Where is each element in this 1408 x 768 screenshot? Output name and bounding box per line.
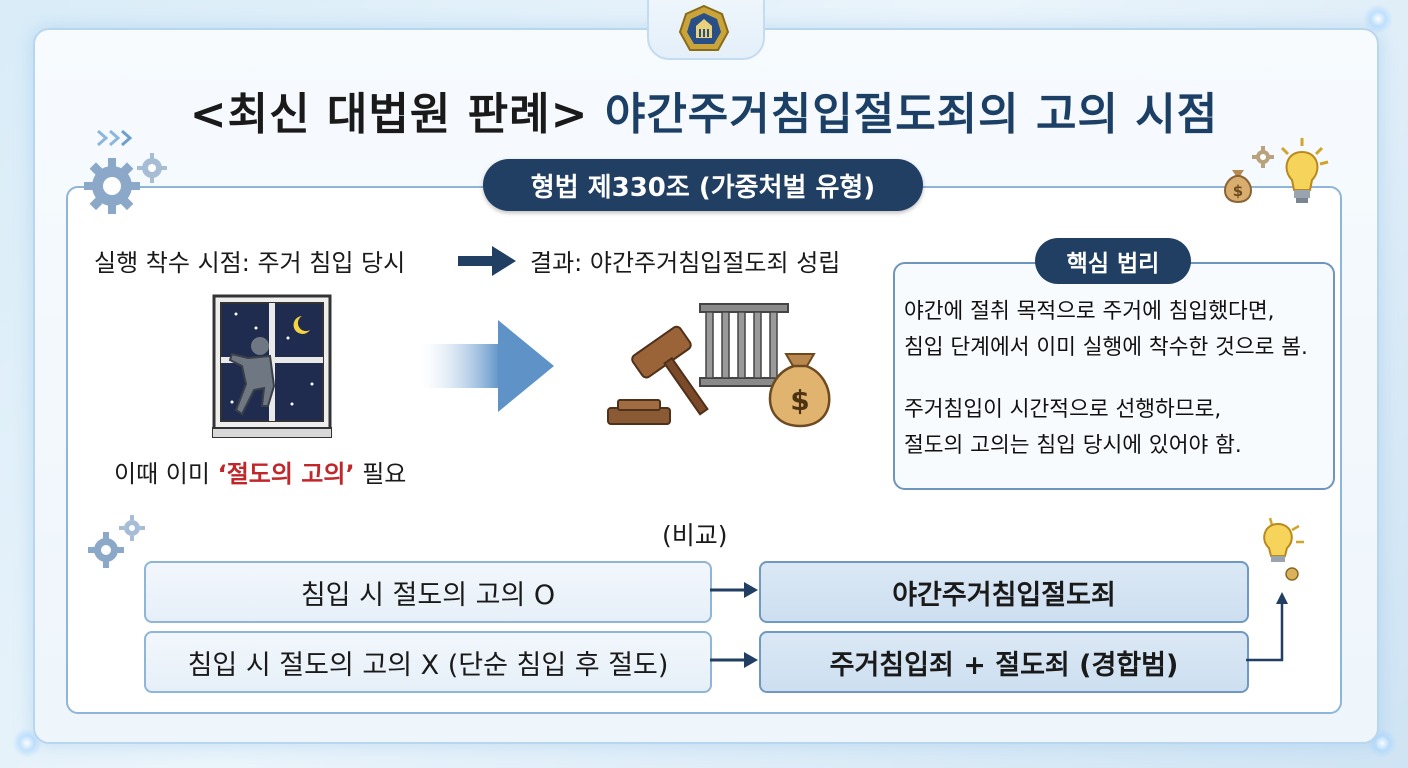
svg-text:$: $ <box>1233 182 1243 200</box>
result-label: 결과: 야간주거침입절도죄 성립 <box>530 249 841 277</box>
gavel-jail-money-icon: $ <box>607 303 831 428</box>
title-main: 야간주거침입절도죄의 고의 시점 <box>604 89 1219 140</box>
burglar-window-icon <box>212 294 332 438</box>
core-principle-box <box>893 262 1335 490</box>
arrow-icon <box>710 582 758 598</box>
gear-icon <box>88 515 145 568</box>
chevron-icon <box>97 129 133 147</box>
core-principle-line: 침입 단계에서 이미 실행에 착수한 것으로 봄. <box>904 335 1308 360</box>
start-label: 실행 착수 시점: 주거 침입 당시 <box>94 249 406 277</box>
law-badge: 형법 제330조 (가중처벌 유형) <box>483 159 923 211</box>
arrow-icon <box>458 246 516 276</box>
big-arrow-icon <box>420 320 554 412</box>
core-principle-line: 절도의 고의는 침입 당시에 있어야 함. <box>904 433 1242 458</box>
gear-icon <box>84 153 167 214</box>
intent-prefix: 이때 이미 <box>114 460 218 488</box>
jail-bars-icon <box>699 303 789 387</box>
comparison-condition-1: 침입 시 절도의 고의 O <box>144 561 712 623</box>
comparison-result-1: 야간주거침입절도죄 <box>759 561 1249 623</box>
core-principle-line: 야간에 절취 목적으로 주거에 침입했다면, <box>904 299 1275 324</box>
comparison-label: (비교) <box>662 521 728 550</box>
court-emblem-icon <box>678 4 730 51</box>
page-title: <최신 대법원 판례> 야간주거침입절도죄의 고의 시점 <box>0 78 1408 142</box>
comparison-result-2: 주거침입죄 + 절도죄 (경합범) <box>759 631 1249 693</box>
svg-text:$: $ <box>790 384 809 417</box>
money-bag-icon: $ <box>1224 170 1252 204</box>
core-principle-title: 핵심 법리 <box>1035 238 1191 284</box>
connector-arrow-icon <box>1246 592 1288 662</box>
lightbulb-icon <box>1280 138 1329 203</box>
arrow-icon <box>710 652 758 668</box>
gavel-icon <box>607 325 709 425</box>
intent-highlight: ‘절도의 고의’ <box>217 460 355 488</box>
title-prefix: <최신 대법원 판례> <box>189 89 589 140</box>
money-bag-icon: $ <box>768 353 831 428</box>
intent-note: 이때 이미 ‘절도의 고의’ 필요 <box>114 454 406 489</box>
intent-suffix: 필요 <box>354 460 407 488</box>
core-principle-line: 주거침입이 시간적으로 선행하므로, <box>904 397 1222 422</box>
gear-icon <box>1252 146 1274 168</box>
lightbulb-icon <box>1263 517 1304 581</box>
comparison-condition-2: 침입 시 절도의 고의 X (단순 침입 후 절도) <box>144 631 712 693</box>
